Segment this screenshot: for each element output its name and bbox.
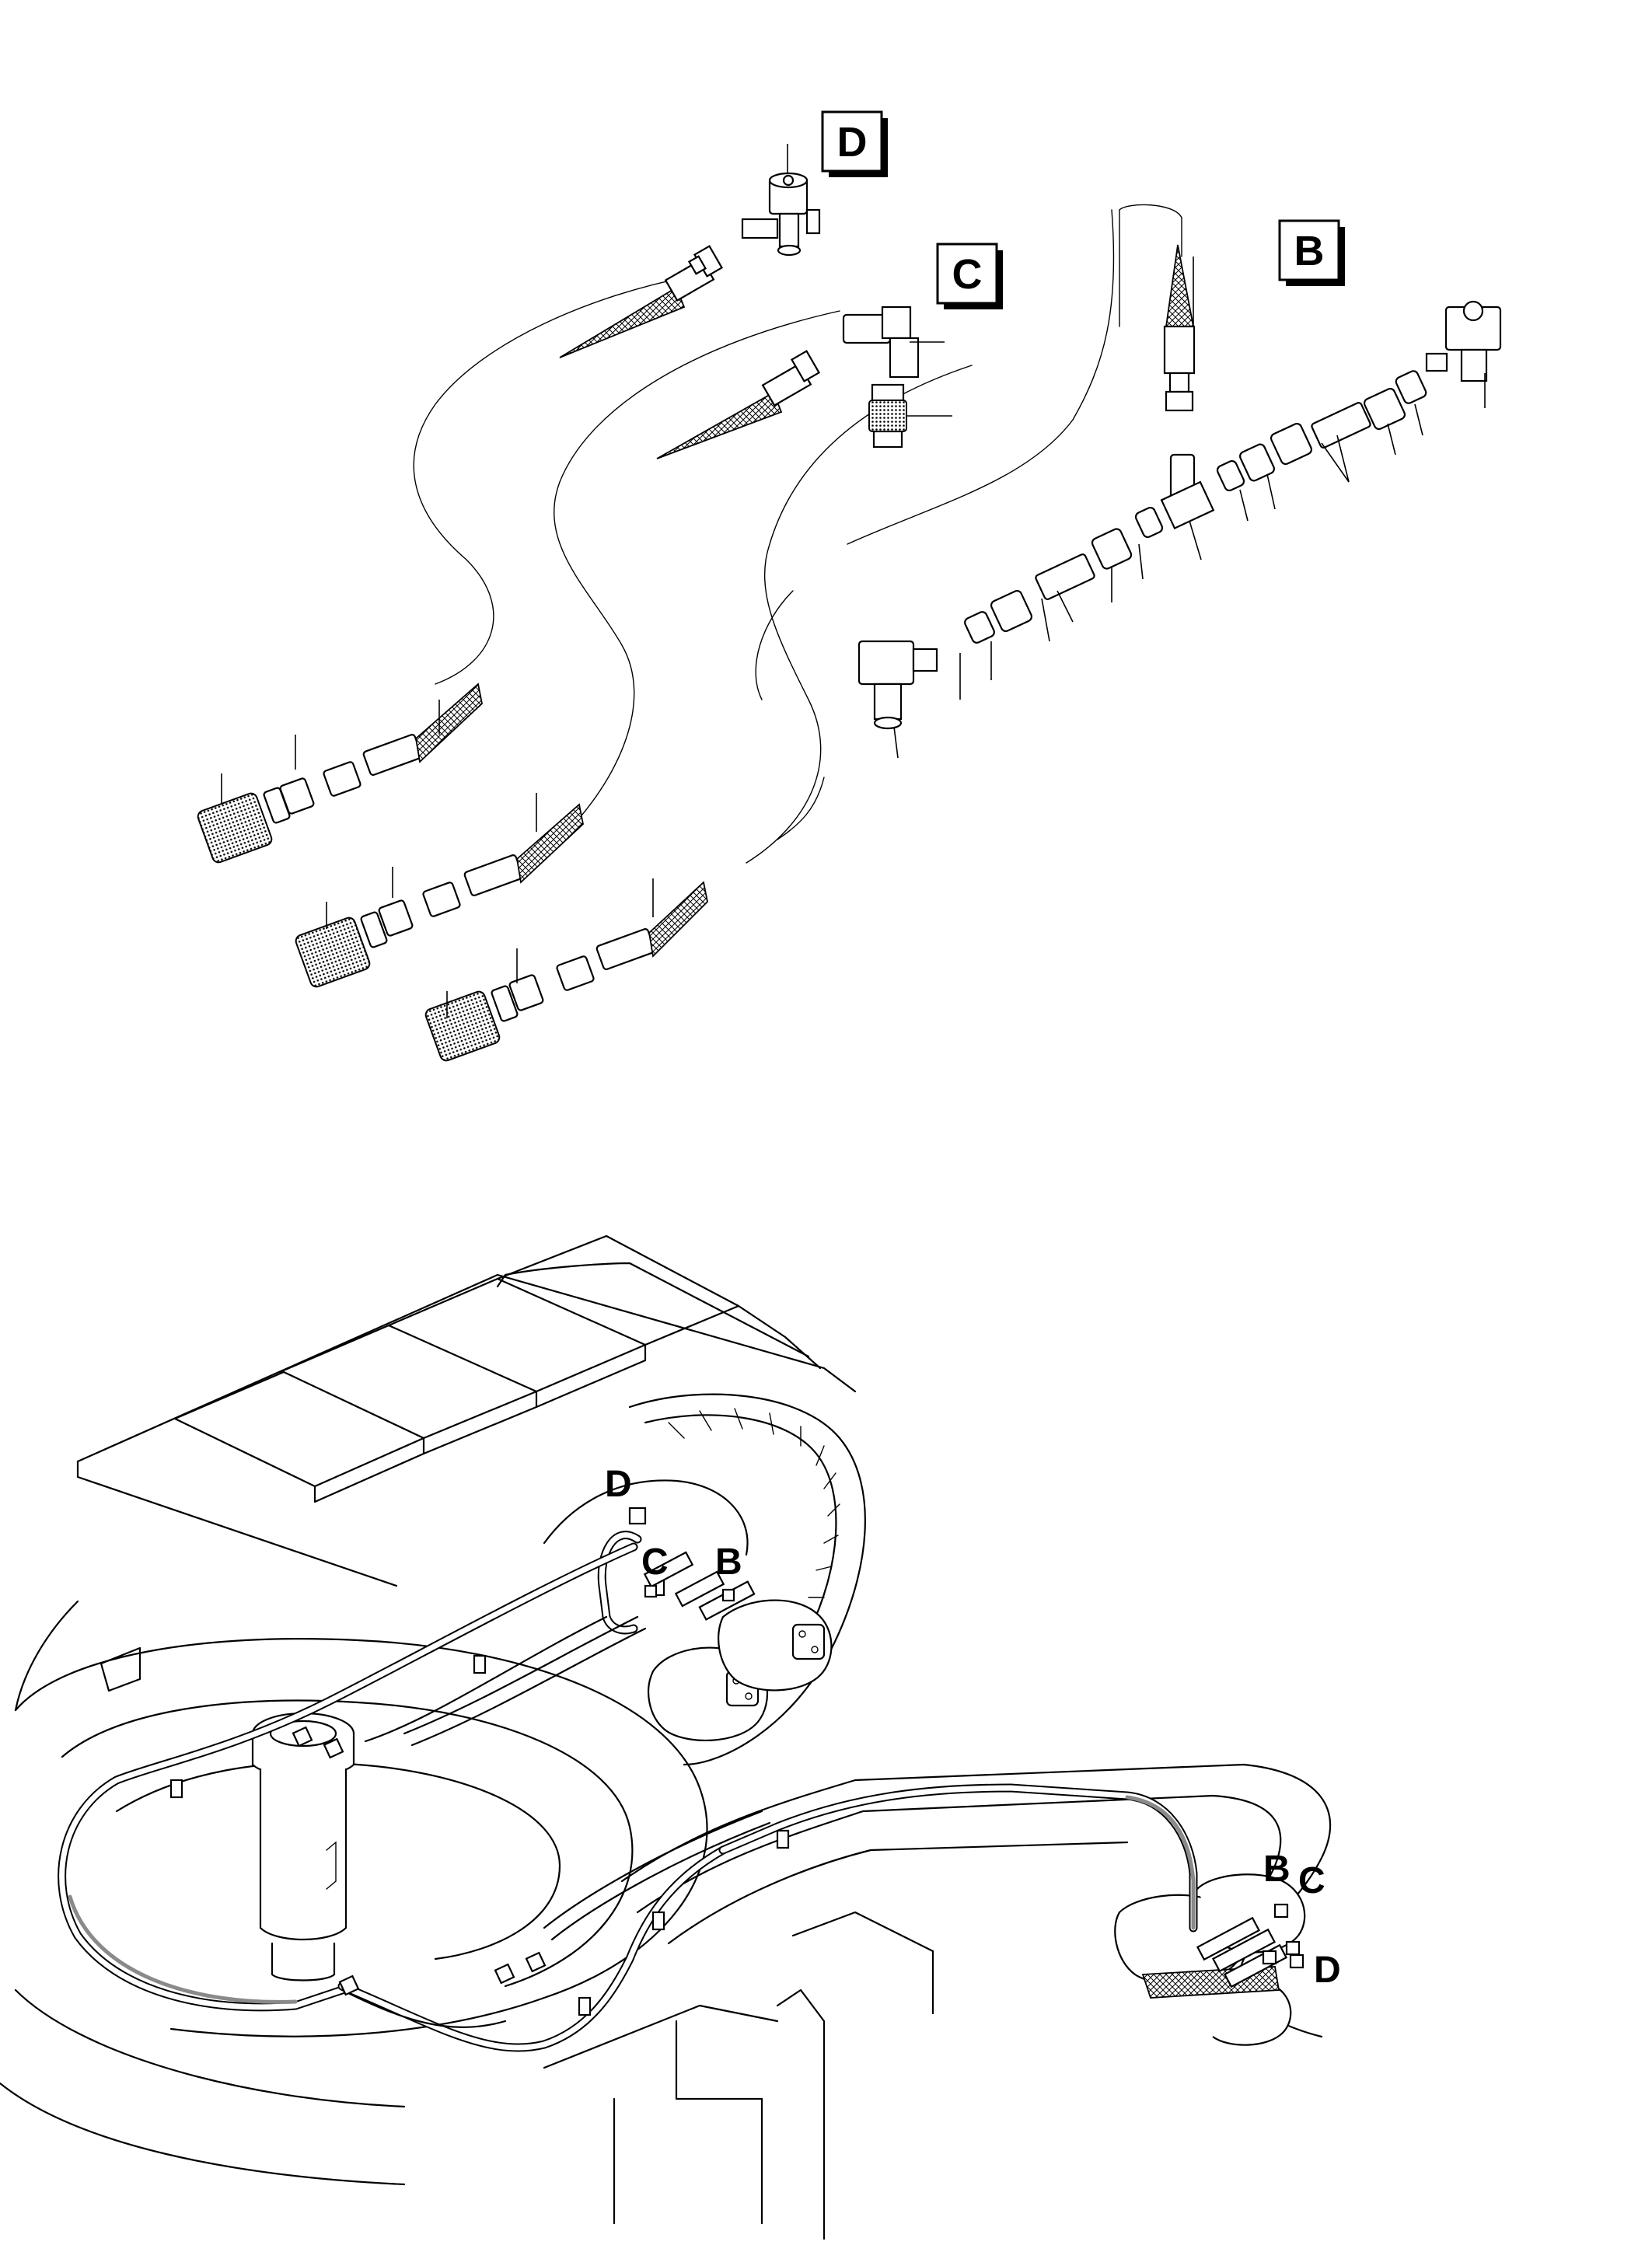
- callout-b-right: B: [1263, 1849, 1291, 1890]
- fittings-row-right: [1216, 370, 1427, 522]
- callout-b-top: B: [715, 1541, 742, 1583]
- callout-d-label: D: [837, 119, 868, 166]
- installation-view: D C B B C D: [0, 1234, 1341, 2240]
- hose-assembly-1: [197, 683, 483, 864]
- callout-box-c: C: [936, 243, 1003, 309]
- hose-end-1: [559, 245, 724, 358]
- engine-block: [76, 1234, 857, 1587]
- tee-fitting-b-middle: [1160, 453, 1215, 560]
- slew-ring: [0, 1638, 708, 2186]
- fittings-row-left: [959, 506, 1164, 700]
- tee-fitting-b-left: [857, 640, 938, 759]
- hose-assembly-2: [295, 793, 584, 988]
- hose-assembly-3: [424, 878, 708, 1062]
- vertical-hose-b: [1163, 244, 1196, 412]
- callout-c-top: C: [641, 1541, 669, 1583]
- hose-routing: [58, 1507, 1304, 2052]
- callout-c-label: C: [952, 251, 983, 298]
- hose-end-2: [656, 350, 821, 459]
- exploded-view: D C B: [197, 110, 1502, 1062]
- callout-c-right: C: [1298, 1860, 1325, 1901]
- callout-d-right: D: [1314, 1950, 1341, 1991]
- guide-curves: [413, 204, 1182, 864]
- tee-fitting-d: [741, 144, 821, 257]
- callout-box-d: D: [821, 110, 888, 177]
- tee-fitting-b-right: [1425, 300, 1502, 408]
- callout-d-top: D: [605, 1464, 632, 1505]
- callout-box-b: B: [1278, 219, 1345, 286]
- motor-right: [718, 1599, 833, 1692]
- callout-b-label: B: [1294, 228, 1325, 274]
- elbow-fitting-c: [842, 306, 952, 449]
